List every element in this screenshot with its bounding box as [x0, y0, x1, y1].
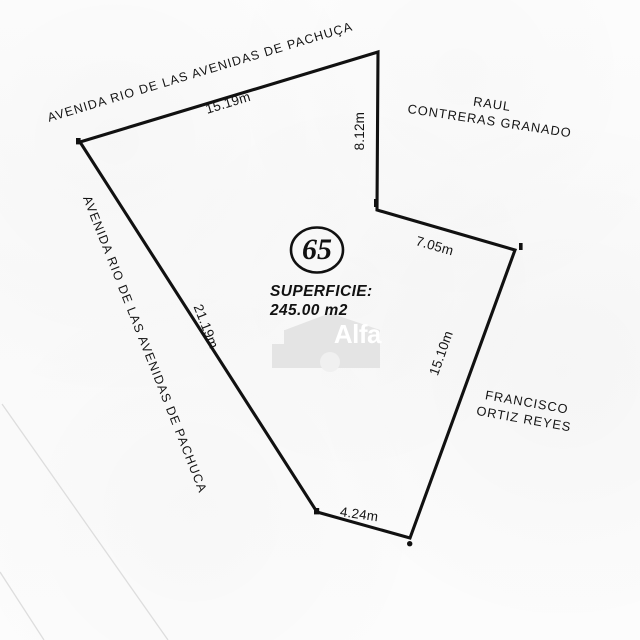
surface-area-value: 245.00 m2 — [270, 301, 348, 319]
faint-background-lines — [0, 403, 169, 640]
watermark-house-icon — [272, 313, 380, 372]
surface-area-label: SUPERFICIE: — [270, 283, 373, 300]
surface-area-block: SUPERFICIE: 245.00 m2 — [270, 283, 373, 321]
lot-number-value: 65 — [302, 233, 332, 266]
dimension-northeast: 8.12m — [352, 111, 368, 151]
polygon-vertices — [76, 138, 523, 547]
lot-number-badge: 65 — [289, 226, 345, 274]
lot-number-circle-icon — [289, 226, 345, 274]
